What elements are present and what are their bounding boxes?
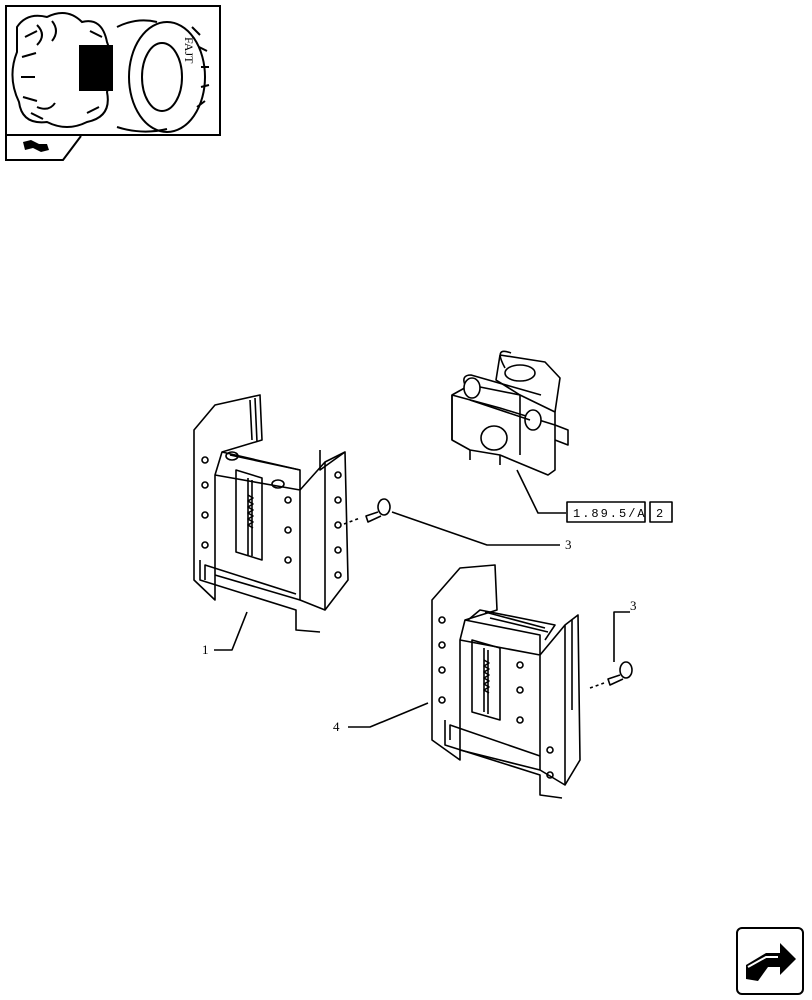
drawbar-bracket-4 <box>431 564 581 799</box>
reference-code: 1.89.5/A <box>573 507 647 521</box>
section-tab <box>5 134 85 162</box>
callout-item-3-lower: 3 <box>630 598 637 613</box>
reference-index-box <box>649 501 673 523</box>
callout-item-3-upper: 3 <box>565 537 572 552</box>
bolt-3-lower <box>607 661 633 686</box>
bolt-3-upper <box>365 498 391 523</box>
svg-text:FAJT: FAJT <box>182 37 196 64</box>
callout-item-1: 1 <box>202 642 209 657</box>
tractor-rear-view-icon: FAJT <box>11 12 210 133</box>
section-tab-icon <box>5 134 82 161</box>
drawbar-bracket-1 <box>193 394 349 633</box>
reference-index: 2 <box>656 507 665 521</box>
next-page-button[interactable] <box>736 927 804 995</box>
callout-item-4: 4 <box>333 719 340 734</box>
towing-hitch-assembly <box>451 350 569 476</box>
locator-thumbnail: FAJT <box>5 5 221 136</box>
reference-box <box>566 501 646 523</box>
next-page-arrow-icon <box>746 943 796 981</box>
